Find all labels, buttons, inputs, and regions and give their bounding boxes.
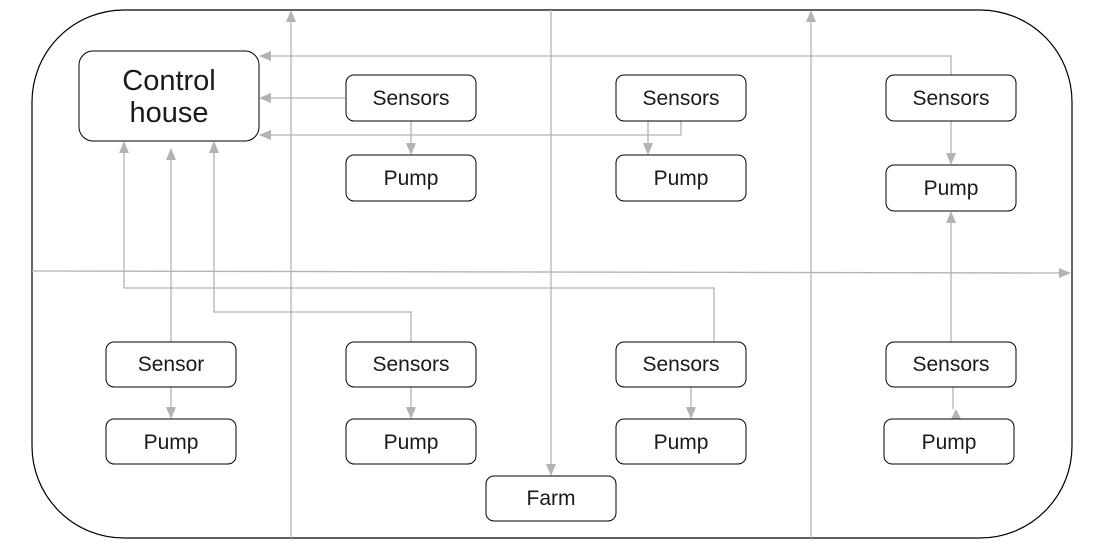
sensors-node: Sensors [885, 341, 1017, 388]
horizontal-divider [31, 270, 1061, 274]
connector-sensors6-to-control [123, 153, 715, 342]
arrowhead [546, 464, 556, 476]
connectors [31, 10, 1071, 538]
farm-boundary [31, 9, 1073, 539]
control-house-node: Control house [78, 50, 260, 142]
arrowhead [259, 51, 271, 61]
sensors-label: Sensors [912, 353, 989, 376]
connector-sensors5-to-control [213, 153, 412, 342]
connector-sensors2-to-control [270, 121, 682, 136]
farm-label: Farm [527, 487, 576, 510]
control-house-label-line1: Control [122, 65, 216, 97]
arrowhead [946, 153, 956, 165]
arrowhead [259, 130, 271, 140]
arrowhead [406, 407, 416, 419]
sensors-node: Sensors [885, 74, 1017, 122]
sensors-label: Sensors [642, 87, 719, 110]
arrowhead [166, 148, 176, 160]
sensors-label: Sensors [912, 87, 989, 110]
arrowhead [259, 93, 271, 103]
arrowhead [286, 10, 296, 22]
sensors-node: Sensors [345, 74, 477, 122]
pump-node: Pump [105, 418, 237, 465]
pump-label: Pump [654, 167, 709, 190]
pump-label: Pump [654, 431, 709, 454]
pump-label: Pump [922, 431, 977, 454]
arrowhead [643, 143, 653, 155]
connector-sensors3-to-control [270, 55, 952, 75]
arrowhead [209, 141, 219, 153]
sensors-label: Sensors [372, 353, 449, 376]
pump-label: Pump [384, 167, 439, 190]
sensors-node: Sensors [345, 341, 477, 388]
pump-node: Pump [883, 418, 1015, 465]
sensors-node: Sensors [615, 341, 747, 388]
pump-label: Pump [144, 431, 199, 454]
pump-node: Pump [615, 154, 747, 202]
farm-node: Farm [485, 475, 617, 522]
arrowhead [406, 143, 416, 155]
sensors-label: Sensors [372, 87, 449, 110]
pump-node: Pump [345, 154, 477, 202]
pump-node: Pump [885, 164, 1017, 212]
pump-label: Pump [924, 177, 979, 200]
sensor-label: Sensor [138, 353, 205, 376]
control-house-label-line2: house [129, 97, 208, 129]
pump-node: Pump [615, 418, 747, 465]
arrowhead [686, 407, 696, 419]
sensors-label: Sensors [642, 353, 719, 376]
pump-label: Pump [384, 431, 439, 454]
arrowhead [166, 407, 176, 419]
arrowhead [951, 409, 961, 419]
arrowhead [806, 10, 816, 22]
arrowhead [946, 211, 956, 223]
sensor-node: Sensor [105, 341, 237, 388]
arrowhead [119, 141, 129, 153]
arrowhead [1059, 268, 1071, 278]
sensors-node: Sensors [615, 74, 747, 122]
pump-node: Pump [345, 418, 477, 465]
